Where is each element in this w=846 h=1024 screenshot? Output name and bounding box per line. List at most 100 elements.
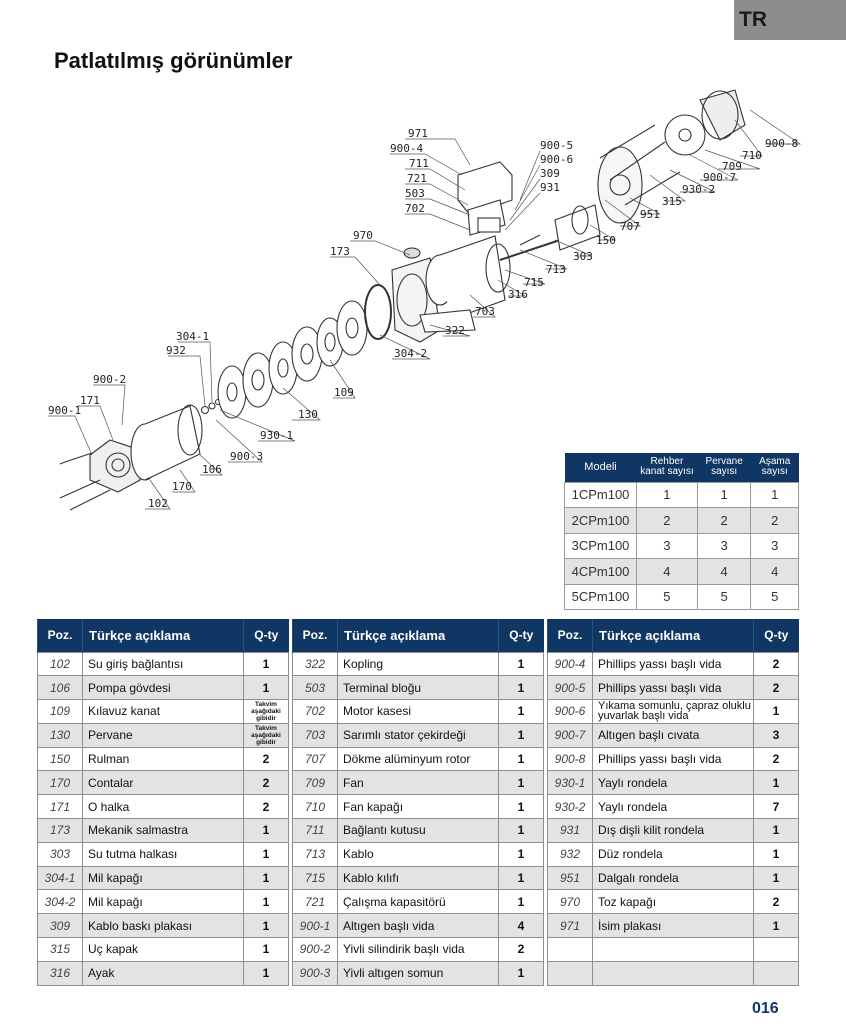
part-quantity: 1	[243, 913, 289, 939]
part-quantity: 1	[243, 818, 289, 843]
part-description: Dökme alüminyum rotor	[337, 746, 499, 772]
part-quantity: 2	[753, 675, 799, 701]
part-description: Phillips yassı başlı vida	[592, 675, 754, 701]
count-cell: 2	[696, 507, 752, 534]
part-quantity: 2	[243, 794, 289, 820]
label-710: 710	[742, 149, 762, 162]
part-quantity: 1	[498, 699, 544, 724]
model-name-cell: 1CPm100	[564, 481, 637, 508]
part-position: 951	[547, 865, 593, 891]
label-316: 316	[508, 288, 528, 301]
label-900-6: 900-6	[540, 153, 573, 166]
part-position: 710	[292, 794, 338, 820]
part-position: 900-8	[547, 746, 593, 772]
part-description: Yaylı rondela	[592, 794, 754, 820]
part-position: 109	[37, 699, 83, 724]
count-cell: 3	[636, 532, 698, 559]
count-cell: 3	[696, 532, 752, 559]
part-position: 721	[292, 889, 338, 915]
part-position: 170	[37, 770, 83, 796]
qty-header: Q-ty	[243, 619, 289, 652]
part-position	[547, 937, 593, 962]
part-position: 173	[37, 818, 83, 843]
part-description: Dalgalı rondela	[592, 865, 754, 891]
part-quantity: 1	[498, 746, 544, 772]
label-303: 303	[573, 250, 593, 263]
part-position: 106	[37, 675, 83, 701]
part-description: Toz kapağı	[592, 889, 754, 915]
part-position: 703	[292, 722, 338, 748]
label-900-8: 900-8	[765, 137, 798, 150]
desc-header: Türkçe açıklama	[592, 619, 754, 652]
label-171: 171	[80, 394, 100, 407]
label-150: 150	[596, 234, 616, 247]
part-quantity: 1	[498, 722, 544, 748]
label-713: 713	[546, 263, 566, 276]
label-932: 932	[166, 344, 186, 357]
part-description: Phillips yassı başlı vida	[592, 746, 754, 772]
part-quantity: 1	[753, 770, 799, 796]
count-cell: 1	[750, 481, 799, 508]
label-709: 709	[722, 160, 742, 173]
part-description: Fan	[337, 770, 499, 796]
pos-header: Poz.	[292, 619, 338, 652]
part-position: 900-7	[547, 722, 593, 748]
part-quantity: 2	[243, 770, 289, 796]
part-quantity: 1	[498, 818, 544, 843]
part-description: Sarımlı stator çekirdeği	[337, 722, 499, 748]
part-description: Kablo baskı plakası	[82, 913, 244, 939]
label-951: 951	[640, 208, 660, 221]
label-900-1: 900-1	[48, 404, 81, 417]
part-position: 709	[292, 770, 338, 796]
part-position: 303	[37, 841, 83, 867]
part-position: 707	[292, 746, 338, 772]
desc-header: Türkçe açıklama	[82, 619, 244, 652]
part-quantity: Takvim aşağıdaki gibidir	[243, 699, 289, 724]
part-description: Ayak	[82, 960, 244, 986]
part-position: 930-1	[547, 770, 593, 796]
label-309: 309	[540, 167, 560, 180]
model-name-cell: 2CPm100	[564, 507, 637, 534]
part-description: Bağlantı kutusu	[337, 818, 499, 843]
stage-count-header: Aşama sayısı	[750, 453, 799, 482]
count-cell: 2	[636, 507, 698, 534]
part-description: Kablo	[337, 841, 499, 867]
label-106: 106	[202, 463, 222, 476]
label-715: 715	[524, 276, 544, 289]
part-position: 900-4	[547, 651, 593, 677]
part-position: 713	[292, 841, 338, 867]
part-description: Kılavuz kanat	[82, 699, 244, 724]
part-description: Terminal bloğu	[337, 675, 499, 701]
part-description: Pompa gövdesi	[82, 675, 244, 701]
part-quantity: 1	[753, 865, 799, 891]
count-cell: 5	[750, 583, 799, 610]
label-322: 322	[445, 324, 465, 337]
part-position: 932	[547, 841, 593, 867]
part-position: 315	[37, 937, 83, 962]
part-position: 931	[547, 818, 593, 843]
part-quantity: 2	[498, 937, 544, 962]
part-description: Su tutma halkası	[82, 841, 244, 867]
page-title: Patlatılmış görünümler	[54, 48, 293, 73]
label-707: 707	[620, 220, 640, 233]
label-721: 721	[407, 172, 427, 185]
label-930-1: 930-1	[260, 429, 293, 442]
part-description: Düz rondela	[592, 841, 754, 867]
